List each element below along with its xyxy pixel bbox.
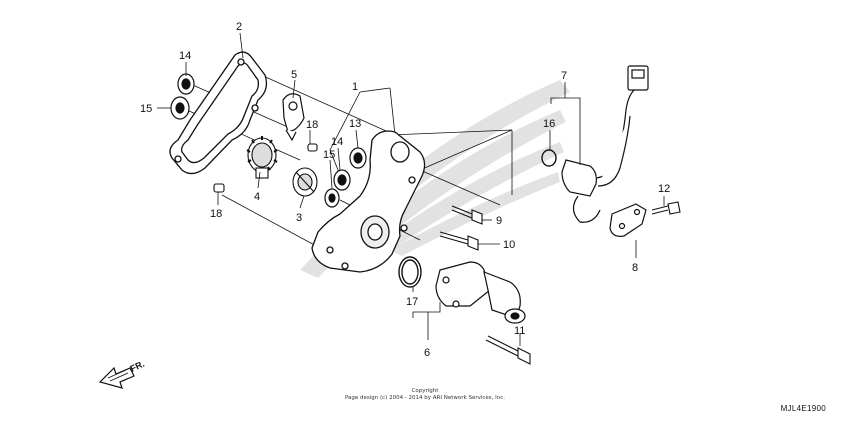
sensor-7 — [561, 65, 649, 223]
copyright-line-2: Page design (c) 2004 - 2014 by ARI Netwo… — [344, 395, 506, 401]
callout-15-left: 15 — [140, 103, 152, 115]
callout-2: 2 — [236, 21, 242, 33]
gasket — [169, 51, 268, 175]
bearing-15-left — [170, 96, 190, 120]
bolt-10 — [439, 231, 479, 251]
part-5-arm — [282, 93, 305, 142]
callout-11: 11 — [514, 325, 525, 337]
bearing-14 — [177, 73, 195, 95]
bearing-15-center — [324, 188, 340, 208]
callout-7: 7 — [561, 70, 567, 82]
callout-9: 9 — [496, 215, 502, 227]
motor-6 — [435, 261, 526, 324]
callout-14-center: 14 — [331, 136, 343, 148]
callout-18-upper: 18 — [306, 119, 318, 131]
cover-housing — [311, 130, 426, 273]
gear-4 — [246, 136, 278, 179]
bolt-12 — [651, 201, 681, 215]
callout-14-left: 14 — [179, 50, 191, 62]
diagram-code: MJL4E1900 — [780, 404, 826, 413]
o-ring-16 — [541, 149, 557, 167]
callout-6: 6 — [424, 347, 430, 359]
callout-labels: 1 2 3 4 5 6 7 8 9 10 11 12 13 14 14 15 1… — [140, 21, 670, 359]
bolt-9 — [451, 205, 483, 225]
callout-4: 4 — [254, 191, 260, 203]
callout-3: 3 — [296, 212, 302, 224]
bracket-8 — [609, 203, 647, 237]
leader-lines — [157, 32, 665, 346]
callout-5: 5 — [291, 69, 297, 81]
callout-12: 12 — [658, 183, 670, 195]
callout-15-center: 15 — [323, 149, 335, 161]
copyright-line-1: Copyright — [411, 388, 439, 394]
callout-16: 16 — [543, 118, 555, 130]
o-ring-17 — [398, 256, 422, 288]
callout-8: 8 — [632, 262, 638, 274]
bearing-14-center — [333, 169, 351, 191]
bearing-13 — [349, 147, 367, 169]
callout-1: 1 — [352, 81, 358, 93]
bolt-11 — [485, 335, 531, 365]
callout-10: 10 — [503, 239, 515, 251]
dowel-pin-18-lower — [213, 183, 225, 193]
callout-17: 17 — [406, 296, 418, 308]
front-arrow-icon: FR. — [98, 359, 146, 389]
gear-3 — [292, 167, 318, 197]
callout-18-lower: 18 — [210, 208, 222, 220]
front-label: FR. — [129, 359, 146, 374]
callout-13: 13 — [349, 118, 361, 130]
dowel-pin-18-upper — [307, 143, 318, 152]
